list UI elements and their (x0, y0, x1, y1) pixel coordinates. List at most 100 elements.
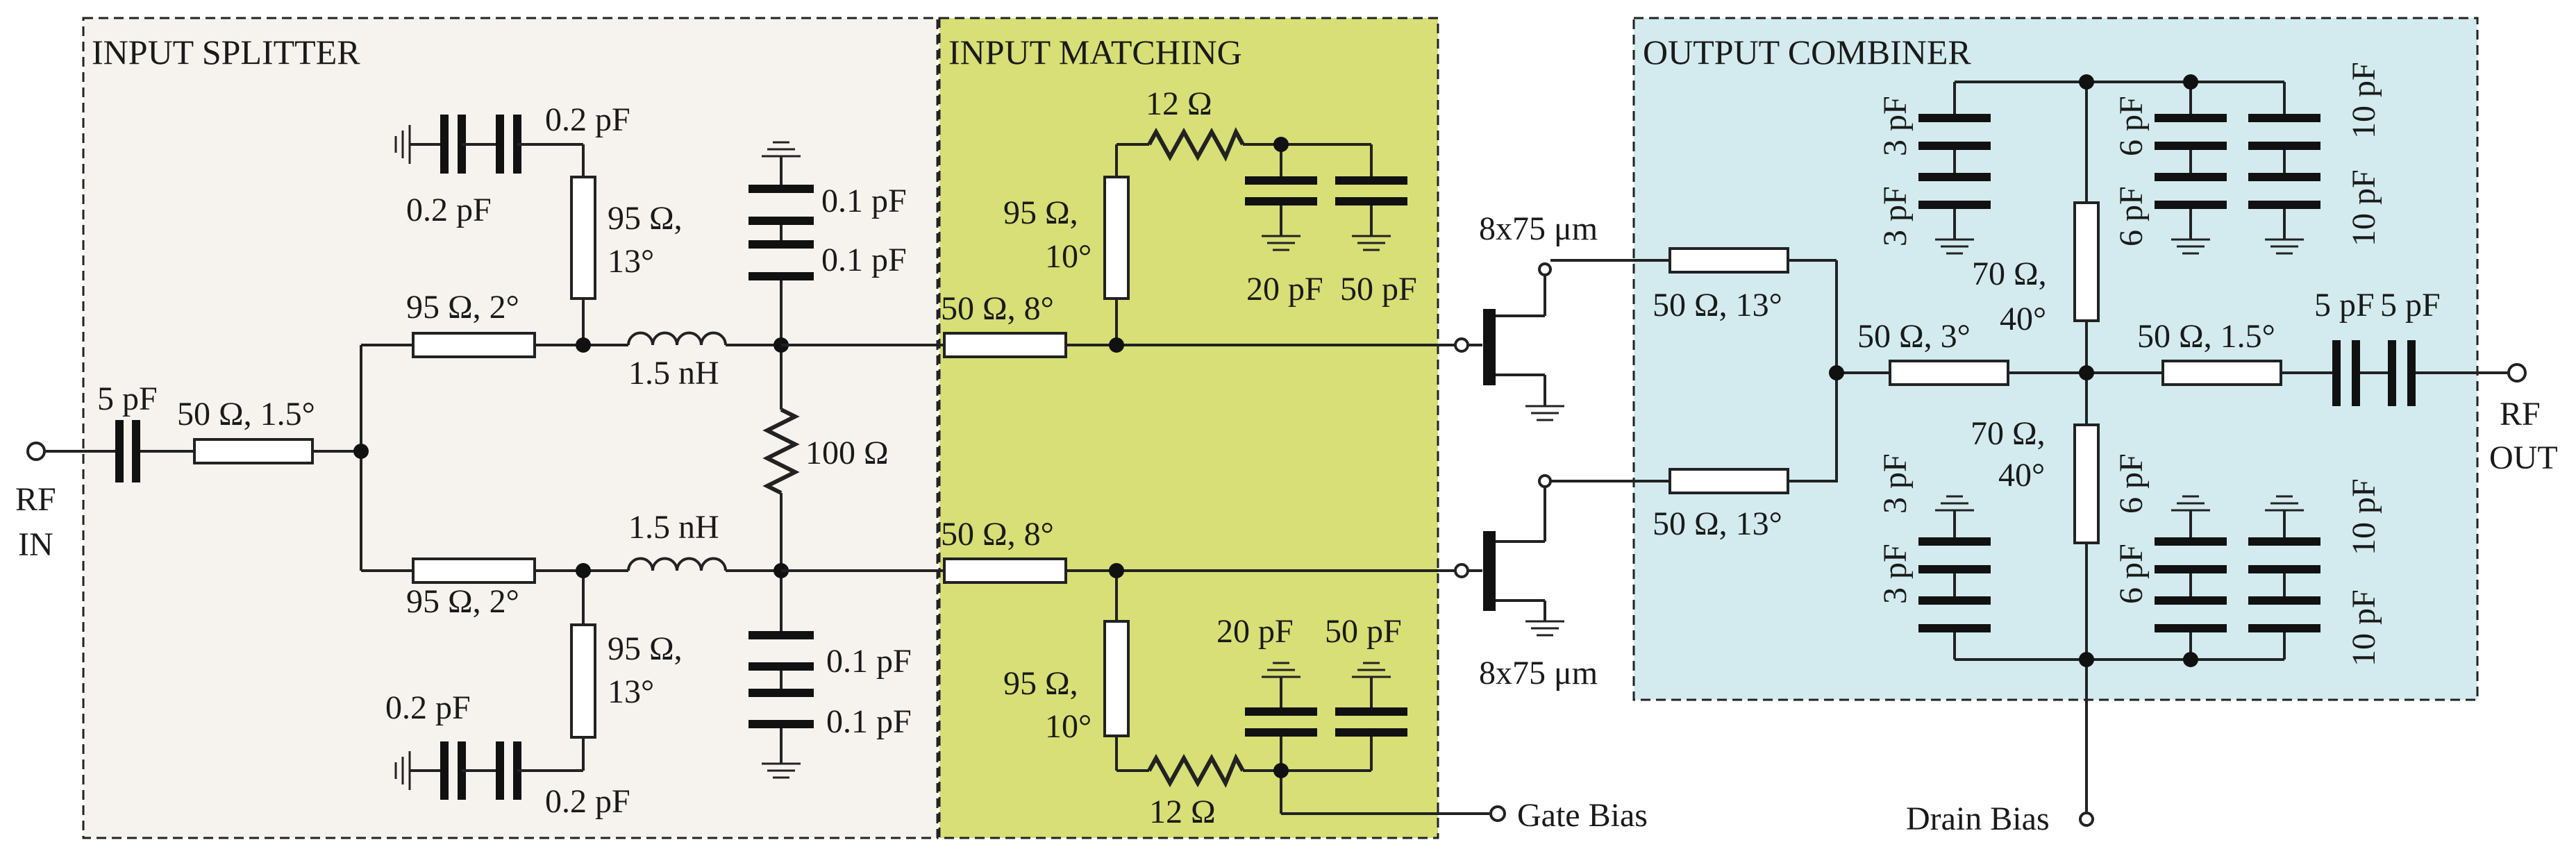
rf-in-label-line1: RF (15, 481, 56, 518)
matching-bottom-stub-label-1: 95 Ω, (1003, 665, 1078, 702)
drain-bias-label: Drain Bias (1906, 800, 2050, 837)
junction-dot (1829, 365, 1844, 380)
matching-top-tl (943, 332, 1067, 358)
combiner-output-tl-label: 50 Ω, 1.5° (2137, 318, 2275, 355)
splitter-bottom-stub (570, 623, 596, 739)
matching-bottom-capacitors (1245, 707, 1407, 737)
input-tl-label: 50 Ω, 1.5° (177, 396, 315, 433)
junction-dot (2183, 652, 2198, 667)
ground-symbol (762, 762, 801, 779)
ground-symbol (1935, 495, 2304, 512)
output-cap-label-2: 5 pF (2380, 287, 2441, 324)
ground-symbol (394, 125, 411, 164)
drain-bias-port[interactable] (2079, 812, 2094, 827)
combiner-bottom-cap-label-4: 6 pF (2113, 453, 2150, 514)
matching-bottom-stub-label-2: 10° (1045, 708, 1092, 745)
combiner-mid-tl-label: 50 Ω, 3° (1857, 318, 1971, 355)
matching-bottom-resistor-label: 12 Ω (1149, 794, 1216, 830)
splitter-bottom-cap-label-a: 0.2 pF (385, 689, 471, 726)
ground-symbol (394, 751, 411, 790)
combiner-bottom-cap-label-2: 3 pF (1877, 453, 1914, 514)
input-transmission-line (193, 438, 314, 464)
rf-out-label-line2: OUT (2489, 439, 2558, 476)
splitter-bottom-shunt-label-1: 0.1 pF (826, 643, 912, 680)
input-cap-label: 5 pF (97, 380, 158, 417)
splitter-top-cap-label-a: 0.2 pF (545, 101, 630, 138)
splitter-bottom-shunt-label-2: 0.1 pF (826, 703, 912, 740)
transistor-bottom-label: 8x75 μm (1479, 655, 1598, 691)
splitter-top-tl-label: 95 Ω, 2° (406, 289, 519, 326)
splitter-top-stub-label-2: 13° (608, 243, 654, 280)
input-series-capacitor (115, 420, 140, 482)
combiner-vertical-tl-top-label-1: 70 Ω, (1972, 255, 2047, 292)
combiner-bottom-capacitors (1918, 537, 2320, 632)
matching-top-cap-label-1: 20 pF (1246, 271, 1323, 308)
rf-in-port[interactable] (26, 442, 46, 461)
splitter-top-shunt-label-1: 0.1 pF (821, 183, 907, 219)
gate-bias-label: Gate Bias (1517, 797, 1648, 834)
combiner-bottom-cap-label-5: 10 pF (2345, 589, 2382, 666)
combiner-top-cap-label-6: 10 pF (2345, 62, 2382, 139)
combiner-top-capacitors (1918, 114, 2320, 209)
splitter-top-inductor-label: 1.5 nH (628, 355, 719, 392)
junction-dot (576, 337, 591, 353)
input-splitter-region (82, 17, 939, 839)
splitter-bottom-stub-label-1: 95 Ω, (608, 630, 683, 667)
splitter-top-cap-label-b: 0.2 pF (406, 192, 492, 228)
splitter-bottom-tl-label: 95 Ω, 2° (406, 583, 519, 620)
splitter-top-shunt-capacitors (748, 185, 814, 280)
splitter-bottom-cap-label-b: 0.2 pF (545, 783, 630, 820)
matching-bottom-cap-label-2: 50 pF (1325, 613, 1402, 650)
transistor-bottom (1454, 474, 1564, 637)
splitter-top-shunt-label-2: 0.1 pF (821, 242, 907, 278)
combiner-bottom-cap-label-3: 6 pF (2113, 544, 2150, 604)
combiner-mid-tl (1889, 360, 2009, 386)
combiner-top-cap-label-1: 3 pF (1877, 186, 1914, 246)
combiner-vertical-tl-top (2073, 201, 2100, 322)
combiner-output-tl (2161, 360, 2282, 386)
matching-top-stub-label-1: 95 Ω, (1003, 194, 1078, 231)
matching-top-tl-label: 50 Ω, 8° (941, 290, 1054, 327)
combiner-top-tl (1668, 247, 1789, 274)
isolation-resistor-label: 100 Ω (805, 435, 889, 471)
combiner-vertical-tl-bottom-label-2: 40° (1998, 457, 2045, 494)
splitter-bottom-inductor (627, 557, 727, 571)
rf-in-label-line2: IN (18, 526, 53, 563)
matching-bottom-resistor (1147, 753, 1245, 788)
combiner-bottom-cap-label-1: 3 pF (1877, 544, 1914, 604)
matching-top-resistor-label: 12 Ω (1146, 85, 1212, 122)
input-splitter-title: INPUT SPLITTER (92, 33, 360, 72)
combiner-vertical-tl-bottom-label-1: 70 Ω, (1971, 415, 2046, 452)
matching-top-resistor (1147, 127, 1245, 162)
splitter-bottom-shunt-capacitors (748, 631, 814, 728)
splitter-top-tl (412, 332, 536, 358)
combiner-bottom-cap-label-6: 10 pF (2345, 478, 2382, 555)
ground-symbol (1262, 235, 1391, 251)
matching-top-stub (1103, 176, 1130, 300)
combiner-top-cap-label-2: 3 pF (1877, 96, 1914, 156)
splitter-top-stub-capacitors (410, 115, 528, 174)
combiner-top-cap-label-5: 10 pF (2345, 169, 2382, 246)
transistor-top (1454, 262, 1564, 421)
matching-bottom-tl (943, 557, 1067, 584)
output-combiner-title: OUTPUT COMBINER (1643, 33, 1971, 72)
rf-out-port[interactable] (2507, 363, 2527, 383)
matching-top-cap-label-2: 50 pF (1340, 271, 1417, 308)
combiner-wiring (1550, 81, 2508, 814)
matching-wiring (781, 143, 1489, 815)
combiner-bottom-tl (1668, 468, 1789, 494)
combiner-top-tl-label: 50 Ω, 13° (1653, 287, 1782, 324)
matching-bottom-tl-label: 50 Ω, 8° (941, 516, 1054, 553)
output-series-capacitors (2332, 340, 2416, 406)
splitter-top-stub-label-1: 95 Ω, (608, 200, 683, 237)
output-cap-label-1: 5 pF (2314, 287, 2375, 324)
junction-dot (353, 444, 369, 459)
combiner-top-cap-label-4: 6 pF (2113, 96, 2150, 156)
ground-symbol (762, 141, 801, 158)
gate-bias-port[interactable] (1489, 805, 1506, 822)
combiner-bottom-tl-label: 50 Ω, 13° (1653, 505, 1782, 542)
transistor-top-label: 8x75 μm (1479, 210, 1598, 247)
combiner-vertical-tl-top-label-2: 40° (2000, 301, 2046, 337)
junction-dot (1273, 763, 1289, 778)
